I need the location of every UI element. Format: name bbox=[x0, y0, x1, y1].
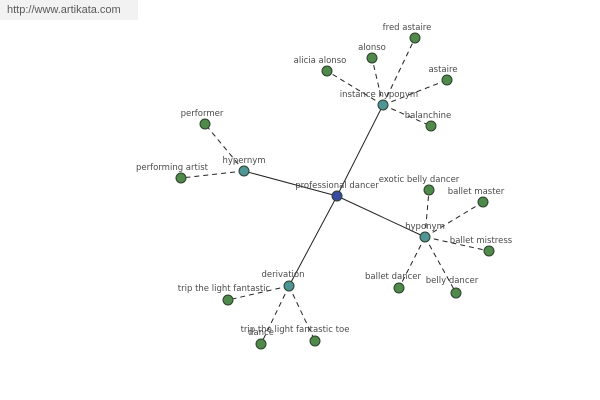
edge-rel-derivation-leaf-trip-light-fantastic bbox=[227, 285, 290, 301]
edge-rel-hyponym-leaf-ballet-mistress bbox=[424, 236, 490, 252]
leaf-node-leaf-dance[interactable] bbox=[255, 338, 267, 350]
edge-rel-hyponym-leaf-ballet-master bbox=[424, 201, 484, 238]
edge-root-rel-hypernym bbox=[243, 170, 338, 197]
edge-root-rel-instance bbox=[336, 104, 384, 197]
relation-node-rel-derivation[interactable] bbox=[283, 280, 295, 292]
leaf-node-leaf-balanchine[interactable] bbox=[425, 120, 437, 132]
leaf-node-leaf-ballet-mistress[interactable] bbox=[483, 245, 495, 257]
leaf-node-leaf-ballet-dancer[interactable] bbox=[393, 282, 405, 294]
leaf-node-leaf-exotic-belly-dancer[interactable] bbox=[423, 184, 435, 196]
leaf-label-leaf-performing-artist: performing artist bbox=[136, 163, 209, 173]
edge-rel-hypernym-leaf-performer bbox=[204, 123, 245, 172]
edge-rel-hyponym-leaf-belly-dancer bbox=[424, 236, 457, 294]
leaf-node-leaf-belly-dancer[interactable] bbox=[450, 287, 462, 299]
root-label-root: professional dancer bbox=[295, 181, 379, 191]
edge-root-rel-hyponym bbox=[336, 195, 426, 238]
relation-label-rel-hypernym: hypernym bbox=[222, 156, 265, 166]
leaf-node-leaf-alonso[interactable] bbox=[366, 52, 378, 64]
leaf-label-leaf-trip-light-fantastic: trip the light fantastic bbox=[178, 284, 271, 294]
relation-node-rel-hyponym[interactable] bbox=[419, 231, 431, 243]
edge-rel-hypernym-leaf-performing-artist bbox=[180, 170, 245, 179]
edge-rel-instance-leaf-astaire bbox=[382, 79, 448, 106]
leaf-label-leaf-balanchine: balanchine bbox=[405, 111, 452, 121]
leaf-label-leaf-exotic-belly-dancer: exotic belly dancer bbox=[379, 175, 460, 185]
leaf-label-leaf-alonso: alonso bbox=[358, 43, 386, 53]
relation-node-rel-hypernym[interactable] bbox=[238, 165, 250, 177]
leaf-label-leaf-ballet-master: ballet master bbox=[448, 187, 505, 197]
leaf-label-leaf-astaire: astaire bbox=[428, 65, 457, 75]
leaf-node-leaf-astaire[interactable] bbox=[441, 74, 453, 86]
leaf-node-leaf-fred-astaire[interactable] bbox=[409, 32, 421, 44]
edge-layer bbox=[180, 37, 490, 345]
leaf-node-leaf-trip-light-fantastic[interactable] bbox=[222, 294, 234, 306]
leaf-label-leaf-belly-dancer: belly dancer bbox=[426, 276, 479, 286]
leaf-node-leaf-performer[interactable] bbox=[199, 118, 211, 130]
leaf-label-leaf-fred-astaire: fred astaire bbox=[383, 23, 432, 33]
edge-rel-instance-leaf-fred-astaire bbox=[382, 37, 416, 106]
node-layer bbox=[175, 32, 495, 350]
leaf-label-leaf-ballet-dancer: ballet dancer bbox=[365, 272, 421, 282]
edge-rel-derivation-leaf-trip-light-fantastic-toe bbox=[288, 285, 316, 342]
leaf-node-leaf-performing-artist[interactable] bbox=[175, 172, 187, 184]
edge-rel-hyponym-leaf-exotic-belly-dancer bbox=[424, 189, 430, 238]
leaf-label-leaf-ballet-mistress: ballet mistress bbox=[450, 236, 513, 246]
relation-node-rel-instance[interactable] bbox=[377, 99, 389, 111]
watermark-url: http://www.artikata.com bbox=[0, 0, 138, 20]
leaf-node-leaf-ballet-master[interactable] bbox=[477, 196, 489, 208]
leaf-label-leaf-performer: performer bbox=[181, 109, 224, 119]
relation-label-rel-derivation: derivation bbox=[261, 270, 304, 280]
edge-rel-instance-leaf-alonso bbox=[371, 57, 384, 106]
leaf-label-leaf-alicia-alonso: alicia alonso bbox=[294, 56, 347, 66]
root-node-root[interactable] bbox=[331, 190, 343, 202]
label-layer: fred astaire alonso alicia alonso astaire ba… bbox=[136, 23, 513, 338]
edge-rel-hyponym-leaf-ballet-dancer bbox=[398, 236, 426, 289]
leaf-node-leaf-trip-light-fantastic-toe[interactable] bbox=[309, 335, 321, 347]
edge-rel-derivation-leaf-dance bbox=[260, 285, 290, 345]
relation-label-rel-hyponym: hyponym bbox=[405, 222, 445, 232]
leaf-label-leaf-trip-light-fantastic-toe: trip the light fantastic toe bbox=[241, 325, 350, 335]
leaf-label-leaf-dance: dance bbox=[248, 328, 274, 338]
edge-rel-instance-leaf-alicia-alonso bbox=[326, 70, 384, 106]
leaf-node-leaf-alicia-alonso[interactable] bbox=[321, 65, 333, 77]
edge-root-rel-derivation bbox=[288, 195, 338, 287]
relation-label-rel-instance: instance hyponym bbox=[340, 90, 418, 100]
